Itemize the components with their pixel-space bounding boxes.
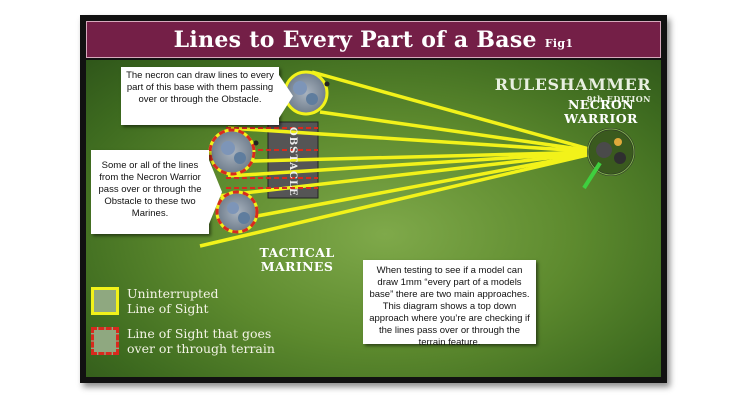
los-line — [227, 126, 601, 154]
legend-swatch-dashed — [91, 327, 119, 355]
blocked-segments — [226, 127, 318, 189]
brand-name: RULESHAMMER — [494, 75, 651, 94]
los-line — [214, 150, 601, 164]
legend-label-through-terrain: Line of Sight that goes over or through … — [127, 326, 275, 356]
figure-number: Fig1 — [544, 37, 574, 50]
title-bar: Lines to Every Part of a Base Fig1 — [86, 21, 661, 58]
los-line — [311, 70, 601, 154]
page-title: Lines to Every Part of a Base Fig1 — [87, 22, 660, 62]
necron-label: NECRON WARRIOR — [564, 97, 638, 126]
callout-top: The necron can draw lines to every part … — [121, 67, 279, 125]
los-line — [319, 110, 601, 154]
diagram-frame: Lines to Every Part of a Base Fig1 RULES… — [80, 15, 667, 383]
los-line — [227, 150, 601, 178]
brand-edition: 9th EDITION — [586, 94, 651, 104]
los-line — [199, 150, 601, 248]
legend-uninterrupted: Uninterrupted Line of Sight — [91, 286, 237, 316]
legend-swatch-solid — [91, 287, 119, 315]
marines-label: TACTICAL MARINES — [259, 245, 335, 274]
los-line — [224, 150, 601, 224]
marine-bottom — [215, 190, 259, 234]
marine-middle — [208, 128, 259, 176]
necron-warrior — [582, 128, 635, 190]
obstacle-label: OBSTACLE — [287, 127, 298, 197]
legend-label-uninterrupted: Uninterrupted Line of Sight — [127, 286, 219, 316]
los-line — [217, 150, 601, 198]
brand-logo: RULESHAMMER 9th EDITION — [494, 75, 651, 105]
title-text: Lines to Every Part of a Base — [173, 27, 537, 53]
callout-left: Some or all of the lines from the Necron… — [91, 150, 209, 234]
explanation-note: When testing to see if a model can draw … — [363, 260, 536, 348]
los-lines — [199, 70, 601, 248]
legend-through-terrain: Line of Sight that goes over or through … — [91, 326, 277, 356]
marine-top — [283, 70, 330, 116]
